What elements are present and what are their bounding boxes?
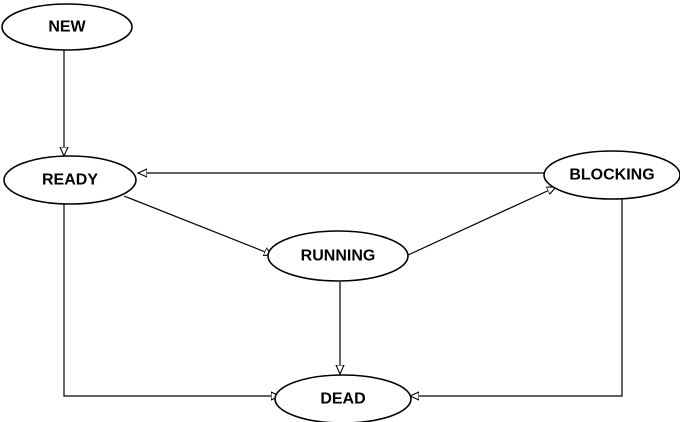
node-blocking-shape (543, 150, 680, 200)
node-new-label: NEW (48, 19, 86, 36)
edges (63, 50, 623, 396)
node-running-label: RUNNING (301, 248, 376, 265)
edge-ready-to-dead (63, 204, 280, 396)
node-ready: READY (3, 155, 137, 205)
node-running: RUNNING (267, 230, 409, 282)
edge-running-to-blocking (407, 187, 556, 256)
node-blocking-label: BLOCKING (569, 167, 654, 184)
node-new-shape (1, 3, 133, 51)
node-dead: DEAD (274, 374, 412, 422)
node-blocking: BLOCKING (543, 150, 680, 200)
edge-ready-to-running (123, 195, 273, 255)
node-ready-shape (3, 155, 137, 205)
node-running-shape (267, 230, 409, 282)
node-ready-label: READY (42, 172, 98, 189)
node-new: NEW (1, 3, 133, 51)
node-dead-shape (274, 374, 412, 422)
node-dead-label: DEAD (320, 391, 365, 408)
edge-blocking-to-dead (410, 198, 623, 396)
